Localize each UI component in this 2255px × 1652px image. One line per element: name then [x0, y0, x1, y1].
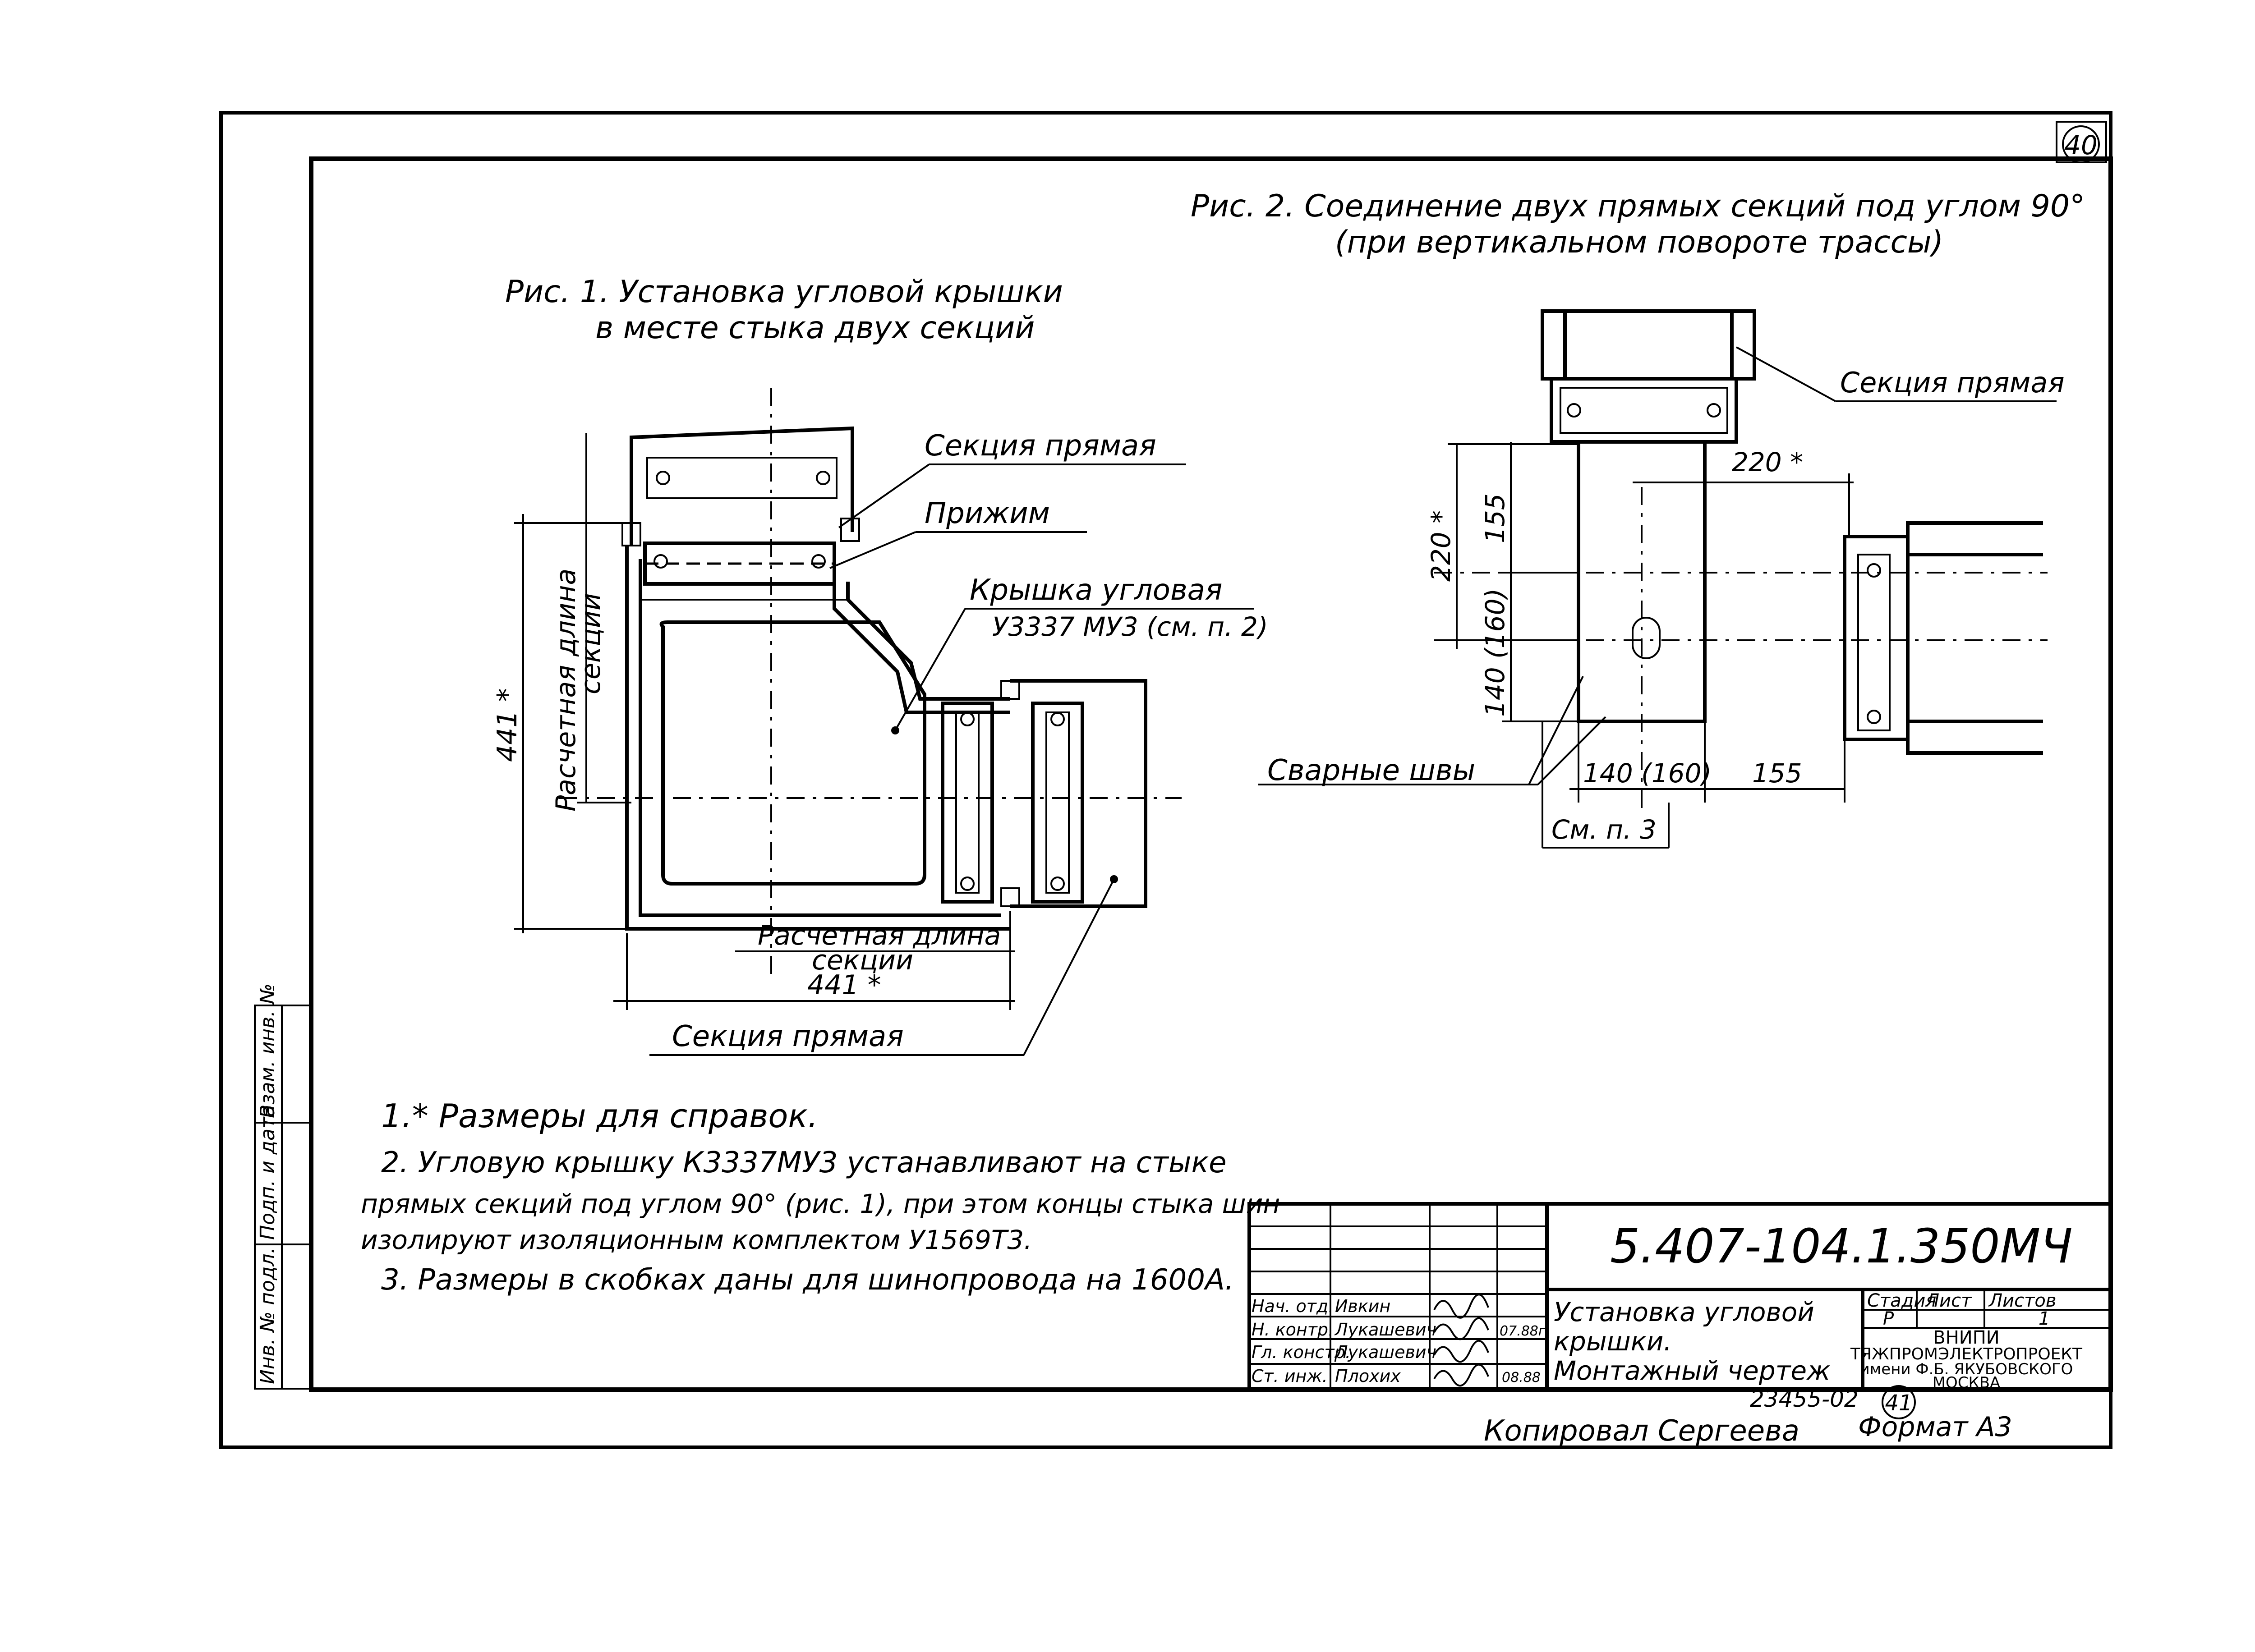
signer-row: Ст. инж. Плохих 08.88: [1252, 1363, 1541, 1387]
fig2-bend-box: [1577, 440, 1707, 723]
fig2-right-section: [1843, 521, 2043, 755]
title-line2: крышки.: [1554, 1326, 1672, 1357]
fig1-title-line2: в месте стыка двух секций: [595, 310, 1035, 346]
stage-value: Р: [1883, 1308, 1894, 1329]
col-sheets: Листов: [1988, 1290, 2056, 1311]
signer-role: Нач. отд.: [1252, 1296, 1334, 1316]
fig2-dim-left-total: 220 *: [1426, 510, 1456, 582]
fig1-horizontal-dim-line2: секции: [812, 945, 913, 976]
fig2-dim-bottom: 140 (160) 155: [1569, 721, 1845, 803]
sheet-number-mark: 40: [2056, 121, 2107, 163]
fig1-horizontal-dim-line1: Расчетная длина: [758, 920, 1001, 951]
copy-number: 41: [1885, 1390, 1912, 1416]
fig2-title-line1: Рис. 2. Соединение двух прямых секций по…: [1191, 188, 2085, 224]
side-stamp-sign-date: Подп. и дата: [256, 1105, 279, 1240]
fig1-leader-cover: Крышка угловая У3337 МУ3 (см. п. 2): [891, 574, 1268, 734]
signer-name: Плохих: [1335, 1366, 1401, 1386]
fig2-label-welds: Сварные швы: [1267, 754, 1475, 787]
fig1-right-section: [941, 679, 1147, 908]
fig2-label-see-note: См. п. 3: [1551, 814, 1657, 845]
note-3: 3. Размеры в скобках даны для шинопровод…: [381, 1263, 1234, 1297]
fig1-top-section: [621, 426, 860, 546]
fig1-label-section-bottom: Секция прямая: [672, 1020, 904, 1053]
inner-drawing-frame: [309, 156, 2113, 1392]
signer-date: 08.88: [1502, 1370, 1541, 1386]
footer: 23455-02 41 Копировал Сергеева Формат А3: [1484, 1385, 2012, 1448]
side-stamp: Инв. № подл. Подп. и дата Взам. инв. №: [254, 983, 312, 1390]
fig1-clamp: [643, 541, 836, 586]
col-sheet: Лист: [1925, 1290, 1972, 1311]
note-1: 1.* Размеры для справок.: [381, 1097, 818, 1135]
sheet-number: 40: [2064, 130, 2098, 161]
notes: 1.* Размеры для справок. 2. Угловую крыш…: [361, 1097, 1280, 1297]
fig2-title-line2: (при вертикальном повороте трассы): [1335, 225, 1943, 260]
signer-name: Ивкин: [1335, 1296, 1390, 1316]
fig2-dim-top-value: 220 *: [1732, 447, 1803, 477]
fig1-vertical-dim-line1: Расчетная длина: [550, 569, 582, 812]
fig2-label-section: Секция прямая: [1840, 366, 2065, 399]
col-stage: Стадия: [1867, 1290, 1936, 1311]
title-block: 5.407-104.1.350МЧ Установка угловой крыш…: [1247, 1202, 2112, 1392]
fig1-label-clamp: Прижим: [925, 497, 1050, 530]
fig1-vertical-dim-line2: секции: [575, 593, 607, 694]
fig1-vertical-dim-value: 441 *: [492, 688, 523, 762]
signer-role: Н. контр.: [1252, 1320, 1334, 1340]
fig1-label-cover-line1: Крышка угловая: [970, 574, 1222, 607]
fig2-leader-section: Секция прямая: [1736, 346, 2065, 402]
side-stamp-replace-inv: Взам. инв. №: [256, 983, 279, 1118]
note-2-cont-1: прямых секций под углом 90° (рис. 1), пр…: [361, 1189, 1280, 1219]
signer-role: Гл. констр.: [1252, 1342, 1351, 1362]
copied-by: Копировал Сергеева: [1484, 1414, 1799, 1448]
fig1-label-section-top: Секция прямая: [925, 429, 1156, 463]
fig2-dim-bottom-left: 140 (160): [1583, 758, 1712, 789]
fig2-see-note: См. п. 3: [1542, 721, 1670, 849]
fig2-leader-welds: Сварные швы: [1258, 676, 1606, 787]
signer-role: Ст. инж.: [1252, 1366, 1328, 1386]
fig2: Рис. 2. Соединение двух прямых секций по…: [1191, 188, 2085, 849]
title-line3: Монтажный чертеж: [1554, 1355, 1830, 1386]
title-line1: Установка угловой: [1554, 1297, 1814, 1327]
fig2-top-section: [1541, 309, 1756, 444]
fig2-dim-left-lower: 140 (160): [1480, 588, 1510, 717]
inventory-number: 23455-02: [1750, 1386, 1859, 1412]
fig1-horizontal-dim-value: 441 *: [807, 969, 881, 1001]
signer-row: Н. контр. Лукашевич 07.88г.: [1252, 1317, 1550, 1340]
side-stamp-inv-number: Инв. № подл.: [256, 1247, 279, 1384]
signer-name: Лукашевич: [1334, 1320, 1436, 1340]
signer-date: 07.88г.: [1500, 1323, 1550, 1339]
fig2-dim-top: 220 *: [1633, 447, 1854, 537]
fig1-horizontal-dimensions: Расчетная длина секции 441 *: [613, 911, 1015, 1010]
fig1-corner-cover: [625, 546, 1010, 931]
fig1: Рис. 1. Установка угловой крышки в месте…: [492, 274, 1268, 1056]
org-line2: ТЯЖПРОМЭЛЕКТРОПРОЕКТ: [1850, 1345, 2083, 1363]
note-2: 2. Угловую крышку К3337МУ3 устанавливают…: [381, 1146, 1226, 1179]
fig1-leader-section-bottom: Секция прямая: [649, 875, 1118, 1056]
fig1-label-cover-line2: У3337 МУ3 (см. п. 2): [992, 611, 1268, 642]
signer-row: Гл. констр. Лукашевич: [1252, 1340, 1489, 1363]
fig2-dim-left: 220 * 155 140 (160): [1426, 442, 1578, 722]
signer-row: Нач. отд. Ивкин: [1252, 1294, 1489, 1319]
format: Формат А3: [1858, 1411, 2012, 1443]
signer-name: Лукашевич: [1334, 1342, 1436, 1362]
doc-code: 5.407-104.1.350МЧ: [1610, 1219, 2073, 1274]
fig1-leader-section-top: Секция прямая: [838, 429, 1186, 528]
fig1-title-line1: Рис. 1. Установка угловой крышки: [505, 274, 1063, 310]
fig2-dim-left-upper: 155: [1480, 493, 1510, 543]
sheets-value: 1: [2039, 1308, 2050, 1329]
fig1-vertical-dimensions: Расчетная длина секции 441 *: [492, 433, 631, 933]
note-2-cont-2: изолируют изоляционным комплектом У1569Т…: [361, 1225, 1032, 1255]
org-line3: имени Ф.Б. ЯКУБОВСКОГО: [1860, 1360, 2073, 1378]
org-line1: ВНИПИ: [1933, 1327, 1999, 1348]
fig1-leader-clamp: Прижим: [829, 497, 1087, 569]
fig2-dim-bottom-right: 155: [1752, 758, 1802, 789]
org-line4: МОСКВА: [1933, 1374, 2001, 1392]
